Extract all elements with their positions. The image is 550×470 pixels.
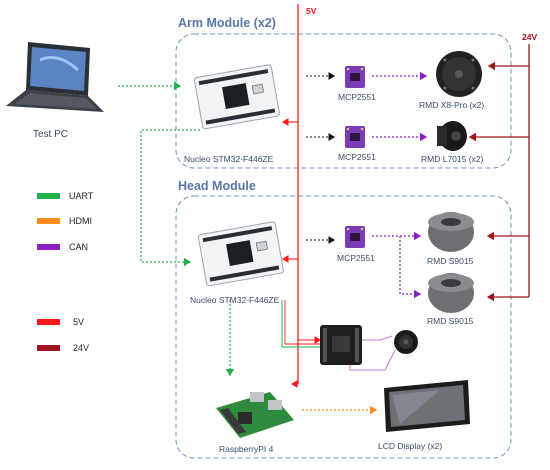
legend-swatch-can <box>37 244 60 250</box>
legend-label-5v: 5V <box>73 317 84 327</box>
lcd-display-icon <box>384 380 470 432</box>
rmd-x8-pro-label: RMD X8-Pro (x2) <box>419 100 484 110</box>
rmd-x8-pro-motor-icon <box>436 51 482 97</box>
arm-nucleo-label: Nucleo STM32-F446ZE <box>184 154 274 164</box>
head-module-title: Head Module <box>178 179 256 193</box>
legend-label-24v: 24V <box>73 343 89 353</box>
test-pc-label: Test PC <box>33 129 68 140</box>
legend-swatch-24v <box>37 345 60 351</box>
audio-board-icon <box>320 325 362 365</box>
head-mcp2551-icon <box>345 226 365 248</box>
raspberry-pi-icon <box>216 392 294 438</box>
raspberry-pi-label: RaspberryPI 4 <box>219 444 274 454</box>
legend-swatch-hdmi <box>37 218 60 224</box>
test-pc-laptop-icon <box>6 42 104 112</box>
legend-swatch-5v <box>37 319 60 325</box>
rmd-l7015-label: RMD L7015 (x2) <box>421 154 484 164</box>
rmd-s9015-top-motor-icon <box>428 212 474 252</box>
can-head-to-s9015-bottom <box>399 236 422 299</box>
uart-pc-to-head-nucleo <box>140 129 200 267</box>
rmd-l7015-motor-icon <box>437 121 467 151</box>
lcd-display-label: LCD Display (x2) <box>378 441 442 451</box>
arm-mcp2551-2-label: MCP2551 <box>338 152 376 162</box>
rmd-s9015-bottom-motor-icon <box>428 273 474 313</box>
legend-swatch-uart <box>37 193 60 199</box>
head-nucleo-board-icon <box>197 221 284 287</box>
head-mcp2551-label: MCP2551 <box>337 253 375 263</box>
legend-label-uart: UART <box>69 191 94 201</box>
audio-to-speaker-wire-1 <box>362 335 393 341</box>
v5-rail-label: 5V <box>306 6 317 16</box>
audio-to-speaker-wire-2 <box>349 349 396 371</box>
arm-mcp2551-1-icon <box>345 66 365 88</box>
arm-mcp2551-1-label: MCP2551 <box>338 92 376 102</box>
arm-module-title: Arm Module (x2) <box>178 16 276 30</box>
rmd-s9015-top-label: RMD S9015 <box>427 256 474 266</box>
head-module-box <box>175 195 512 459</box>
legend-label-can: CAN <box>69 242 88 252</box>
rmd-s9015-bottom-label: RMD S9015 <box>427 316 474 326</box>
legend-label-hdmi: HDMI <box>69 216 92 226</box>
head-nucleo-to-audio-wire-red <box>284 300 320 345</box>
arm-module-box <box>175 33 512 169</box>
legend: UART HDMI CAN 5V 24V <box>37 191 94 353</box>
speaker-icon <box>394 330 418 354</box>
arm-mcp2551-2-icon <box>345 126 365 148</box>
v24-rail-label: 24V <box>522 32 537 42</box>
head-nucleo-label: Nucleo STM32-F446ZE <box>190 295 280 305</box>
arm-nucleo-board-icon <box>193 64 280 130</box>
head-nucleo-to-audio-wire-green <box>281 300 320 348</box>
